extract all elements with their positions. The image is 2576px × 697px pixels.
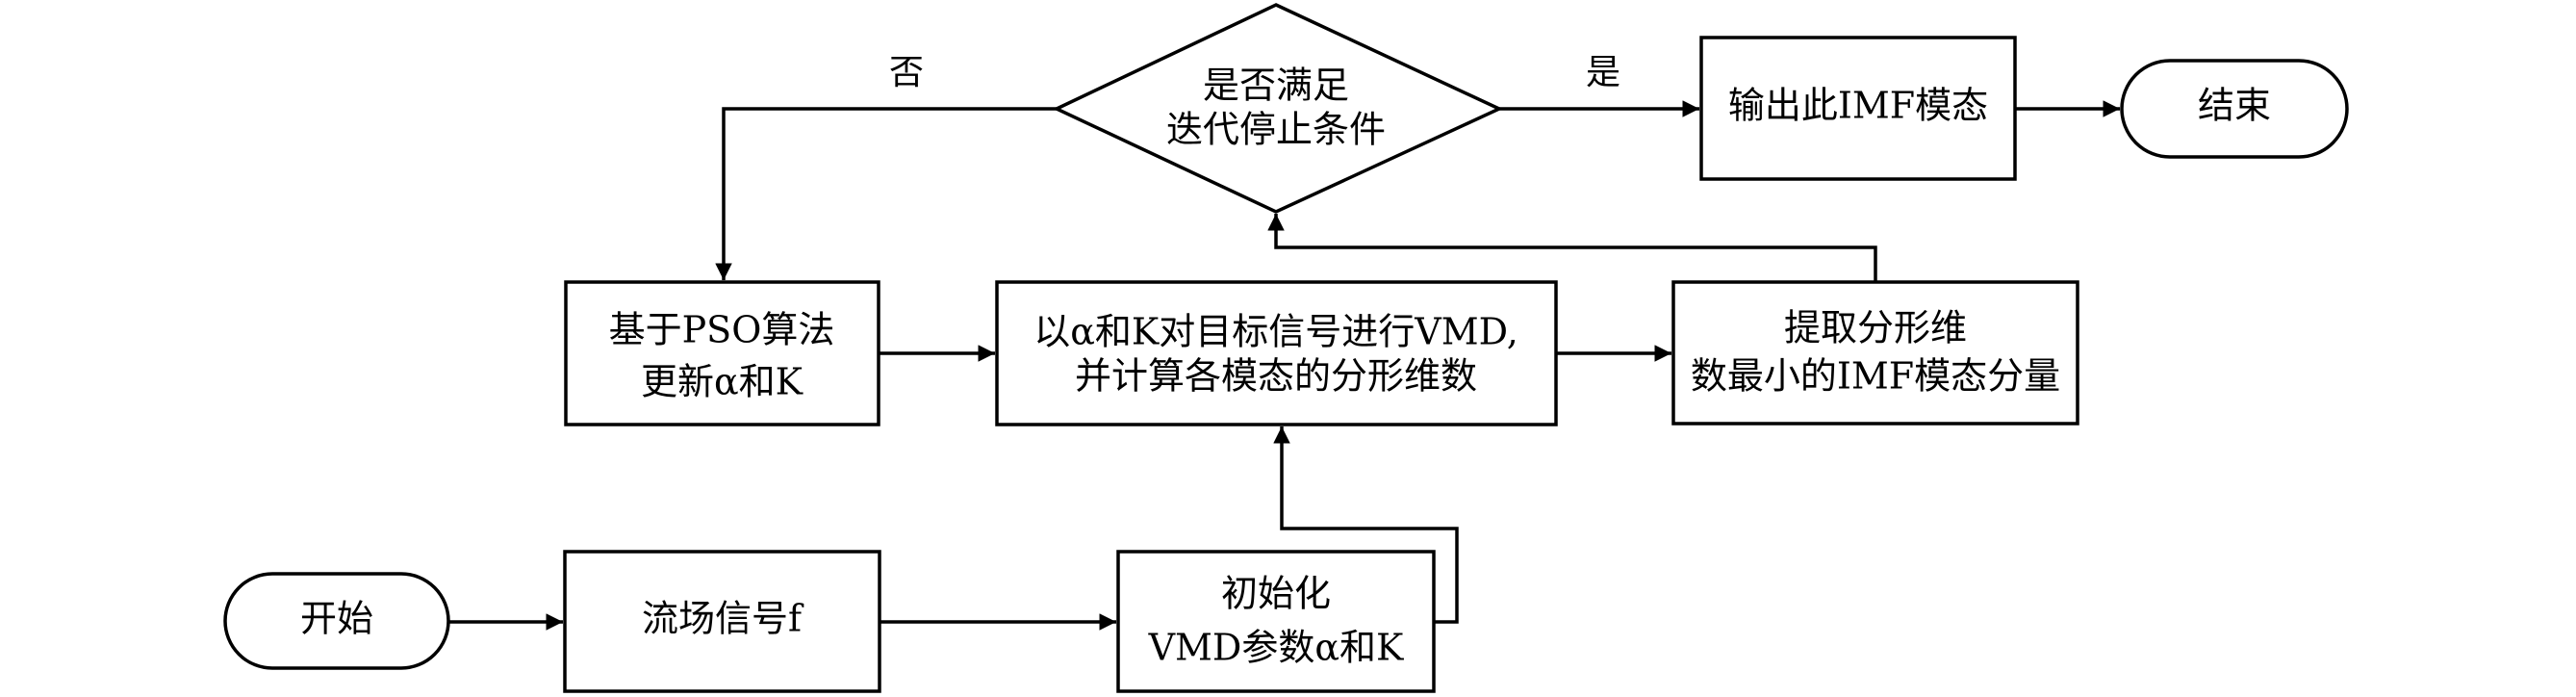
decision-diamond [1052, 3, 1504, 214]
decision-label-line-2: 迭代停止条件 [1166, 109, 1386, 151]
init-node: 初始化 VMD参数α和K [1116, 550, 1436, 693]
output-label: 输出此IMF模态 [1728, 85, 1988, 127]
edge-extract-to-decision [1267, 214, 1877, 282]
decision-node: 是否满足 迭代停止条件 [1052, 3, 1504, 214]
output-node: 输出此IMF模态 [1699, 36, 2017, 181]
start-node: 开始 [223, 572, 450, 670]
init-label-line-1: 初始化 [1221, 573, 1331, 615]
pso-label-line-1: 基于PSO算法 [609, 309, 835, 351]
vmd-label-line-1: 以α和K对目标信号进行VMD, [1033, 311, 1518, 353]
end-node: 结束 [2120, 59, 2349, 159]
signal-node: 流场信号f [563, 550, 881, 693]
extract-node: 提取分形维 数最小的IMF模态分量 [1671, 280, 2079, 426]
signal-box [563, 550, 881, 693]
edges [448, 100, 2120, 631]
extract-label-line-2: 数最小的IMF模态分量 [1691, 355, 2060, 398]
pso-box [564, 280, 880, 426]
end-label: 结束 [2198, 85, 2271, 127]
decision-label-line-1: 是否满足 [1203, 65, 1349, 107]
extract-box [1671, 280, 2079, 426]
start-label: 开始 [300, 598, 373, 640]
output-box [1699, 36, 2017, 181]
init-box [1116, 550, 1436, 693]
edge-init-to-vmd [1273, 426, 1459, 624]
end-terminal [2120, 59, 2349, 159]
vmd-label-line-2: 并计算各模态的分形维数 [1075, 355, 1477, 398]
signal-label: 流场信号f [642, 598, 804, 640]
init-label-line-2: VMD参数α和K [1148, 627, 1404, 669]
branch-label-yes: 是 [1586, 53, 1620, 92]
edge-decision-to-pso [715, 107, 1057, 280]
start-terminal [223, 572, 450, 670]
branch-label-no: 否 [889, 53, 924, 92]
pso-node: 基于PSO算法 更新α和K [564, 280, 880, 426]
vmd-box [995, 280, 1558, 426]
pso-label-line-2: 更新α和K [641, 361, 803, 403]
extract-label-line-1: 提取分形维 [1784, 307, 1967, 349]
vmd-node: 以α和K对目标信号进行VMD, 并计算各模态的分形维数 [995, 280, 1558, 426]
